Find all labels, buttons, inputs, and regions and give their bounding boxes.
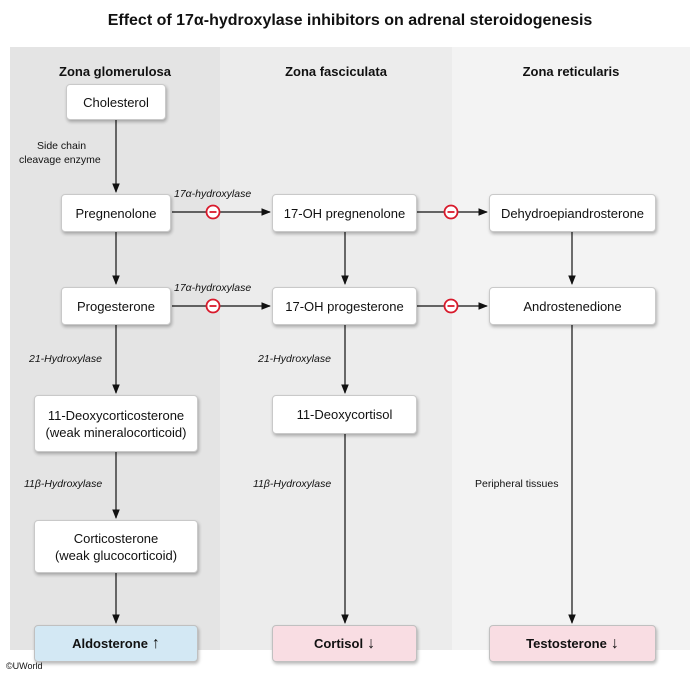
zone-fasciculata-column — [220, 47, 452, 650]
down-arrow-icon: ↓ — [367, 635, 376, 652]
testosterone-label: Testosterone — [526, 636, 607, 651]
deoxycortisol-box: 11-Deoxycortisol — [272, 395, 417, 434]
hydroxylase-11b-label-mid: 11β-Hydroxylase — [253, 478, 332, 490]
aldosterone-label: Aldosterone — [72, 636, 148, 651]
hydroxylase-21-label-left: 21-Hydroxylase — [29, 353, 102, 365]
zone-reticularis-heading: Zona reticularis — [522, 64, 620, 79]
pregnenolone-label: Pregnenolone — [75, 205, 157, 221]
inhibit-icon-17a-top — [205, 204, 221, 220]
diagram-title: Effect of 17α-hydroxylase inhibitors on … — [107, 12, 593, 29]
up-arrow-icon: ↑ — [151, 635, 160, 652]
hydroxylase-11b-label-left: 11β-Hydroxylase — [24, 478, 103, 490]
zone-glomerulosa-heading: Zona glomerulosa — [59, 64, 171, 79]
zone-fasciculata-heading: Zona fasciculata — [285, 64, 387, 79]
corticosterone-box: Corticosterone (weak glucocorticoid) — [34, 520, 198, 573]
corticosterone-line2: (weak glucocorticoid) — [54, 547, 178, 563]
cortisol-box: Cortisol ↓ — [272, 625, 417, 662]
side-chain-label-line2: cleavage enzyme — [19, 154, 101, 166]
deoxycorticosterone-line2: (weak mineralocorticoid) — [45, 424, 187, 440]
down-arrow-icon: ↓ — [610, 635, 619, 652]
progesterone-label: Progesterone — [76, 298, 156, 314]
cholesterol-box: Cholesterol — [66, 84, 166, 120]
inhibit-icon-lyase-mid — [443, 298, 459, 314]
oh-pregnenolone-box: 17-OH pregnenolone — [272, 194, 417, 232]
oh-pregnenolone-label: 17-OH pregnenolone — [283, 205, 406, 221]
oh-progesterone-box: 17-OH progesterone — [272, 287, 417, 325]
progesterone-box: Progesterone — [61, 287, 171, 325]
deoxycorticosterone-box: 11-Deoxycorticosterone (weak mineralocor… — [34, 395, 198, 452]
androstenedione-box: Androstenedione — [489, 287, 656, 325]
dhea-label: Dehydroepiandrosterone — [500, 205, 645, 221]
oh-progesterone-label: 17-OH progesterone — [285, 298, 404, 314]
testosterone-box: Testosterone ↓ — [489, 625, 656, 662]
copyright-text: ©UWorld — [6, 661, 43, 671]
corticosterone-line1: Corticosterone — [73, 530, 159, 546]
inhibit-icon-17a-mid — [205, 298, 221, 314]
aldosterone-box: Aldosterone ↑ — [34, 625, 198, 662]
hydroxylase-21-label-mid: 21-Hydroxylase — [258, 353, 331, 365]
peripheral-tissues-label: Peripheral tissues — [475, 478, 559, 490]
androstenedione-label: Androstenedione — [523, 298, 622, 314]
pregnenolone-box: Pregnenolone — [61, 194, 171, 232]
hydroxylase-17a-label-mid: 17α-hydroxylase — [174, 282, 252, 294]
deoxycorticosterone-line1: 11-Deoxycorticosterone — [47, 407, 185, 423]
side-chain-label-line1: Side chain — [37, 140, 87, 152]
dhea-box: Dehydroepiandrosterone — [489, 194, 656, 232]
cholesterol-label: Cholesterol — [83, 94, 149, 110]
deoxycortisol-label: 11-Deoxycortisol — [296, 407, 393, 422]
cortisol-label: Cortisol — [313, 636, 364, 651]
hydroxylase-17a-label-top: 17α-hydroxylase — [174, 188, 252, 200]
inhibit-icon-lyase-top — [443, 204, 459, 220]
zone-reticularis-column — [452, 47, 690, 650]
